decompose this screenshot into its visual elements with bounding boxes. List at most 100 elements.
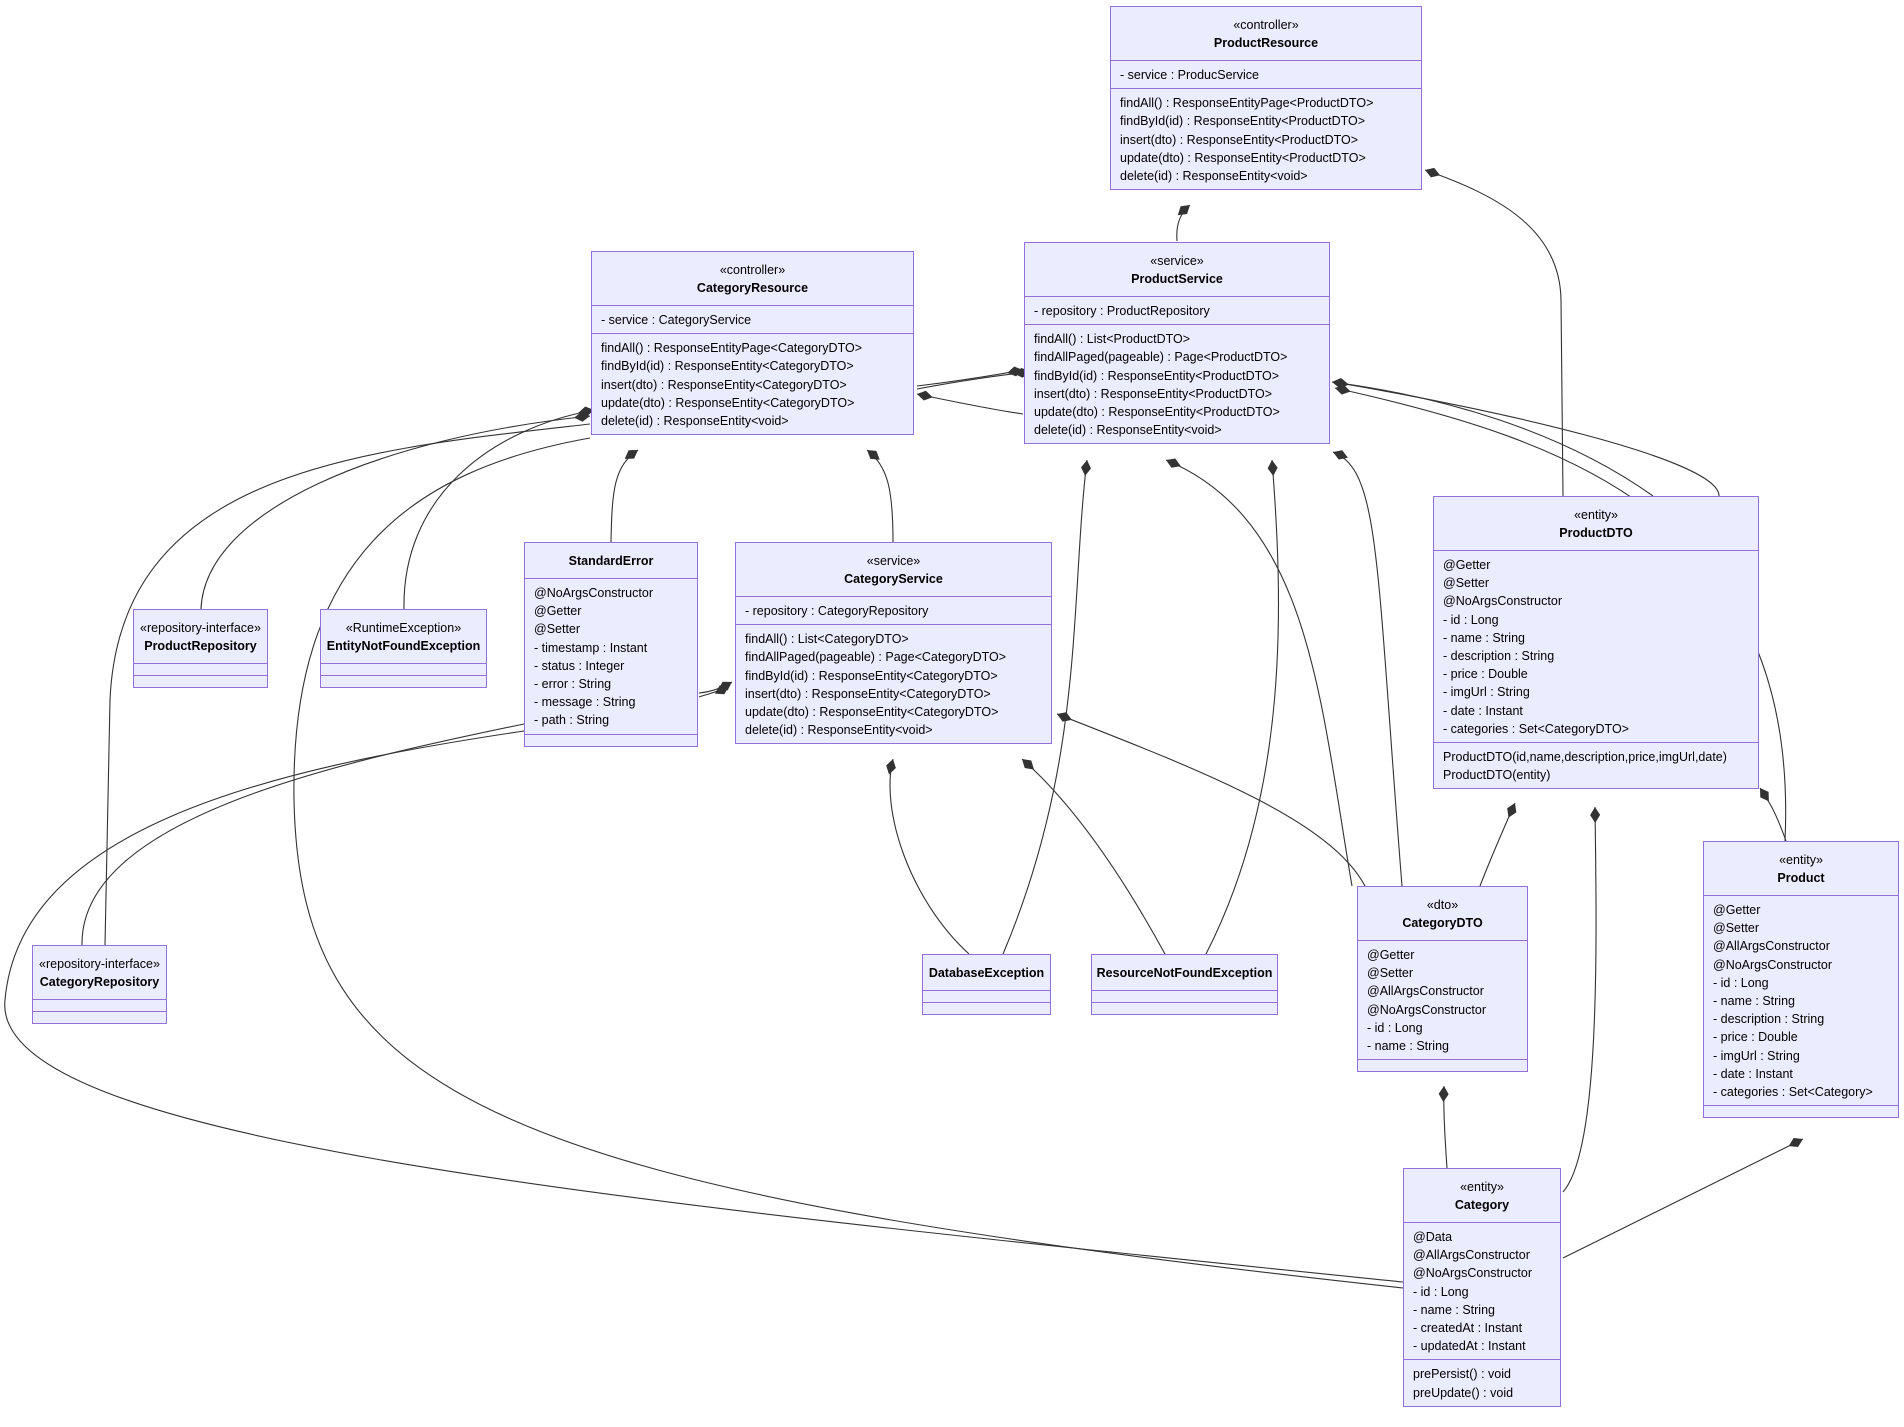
class-header: «service»ProductService (1025, 243, 1329, 297)
class-product[interactable]: «entity»Product@Getter@Setter@AllArgsCon… (1703, 841, 1899, 1119)
class-category-service[interactable]: «service»CategoryService- repository : C… (735, 542, 1052, 745)
class-attribute: - id : Long (1713, 975, 1769, 990)
class-name: ProductRepository (144, 639, 257, 653)
class-stereotype: «dto» (1426, 898, 1459, 912)
class-attributes-section: @Getter@Setter@AllArgsConstructor@NoArgs… (1358, 941, 1527, 1061)
class-product-repository[interactable]: «repository-interface» ProductRepository (133, 609, 268, 688)
class-category[interactable]: «entity»Category@Data@AllArgsConstructor… (1403, 1168, 1561, 1407)
class-attribute: @NoArgsConstructor (1443, 594, 1562, 609)
class-name: ResourceNotFoundException (1096, 966, 1273, 980)
relationship-line (610, 449, 639, 543)
relationship-line (1424, 167, 1564, 497)
class-attributes-section (1092, 991, 1277, 1003)
class-entity-not-found-exception[interactable]: «RuntimeException»EntityNotFoundExceptio… (320, 609, 487, 688)
relationship-line (1021, 758, 1166, 955)
class-attributes-section (33, 1000, 166, 1012)
class-method: delete(id) : ResponseEntity<void> (1120, 169, 1308, 184)
relationship-line (4, 730, 1404, 1283)
class-attribute: - date : Instant (1443, 703, 1523, 718)
class-method: delete(id) : ResponseEntity<void> (1034, 423, 1222, 438)
class-attribute: - id : Long (1443, 612, 1499, 627)
relationship-line (916, 390, 1024, 415)
class-methods-section: findAll() : ResponseEntityPage<CategoryD… (592, 334, 913, 434)
class-methods-section (134, 676, 267, 687)
relationship-line (1332, 450, 1403, 887)
class-standard-error[interactable]: StandardError@NoArgsConstructor@Getter@S… (524, 542, 698, 747)
class-stereotype: «controller» (1233, 18, 1299, 32)
class-attribute: @AllArgsConstructor (1367, 984, 1484, 999)
class-attribute: - name : String (1413, 1302, 1495, 1317)
class-stereotype: «repository-interface» (140, 621, 261, 635)
class-method: ProductDTO(entity) (1443, 768, 1551, 783)
class-attribute: - date : Instant (1713, 1066, 1793, 1081)
class-stereotype: «RuntimeException» (345, 621, 462, 635)
class-attribute: - path : String (534, 713, 610, 728)
relationship-line (1165, 458, 1353, 887)
class-methods-section: findAll() : List<CategoryDTO> findAllPage… (736, 625, 1051, 743)
relationship-line (1331, 378, 1654, 497)
class-attribute: @Getter (1367, 948, 1415, 962)
class-stereotype: «repository-interface» (39, 957, 160, 971)
relationship-line (916, 366, 1024, 387)
class-category-resource[interactable]: «controller»CategoryResource- service : … (591, 251, 914, 436)
class-methods-section (525, 735, 697, 746)
class-attribute: @NoArgsConstructor (534, 586, 653, 600)
class-attributes-section: - service : ProducService (1111, 61, 1421, 90)
relationship-line (886, 758, 970, 955)
class-product-dto[interactable]: «entity»ProductDTO@Getter@Setter@NoArgsC… (1433, 496, 1759, 790)
class-attribute: @Setter (1713, 921, 1760, 936)
relationship-line (1479, 802, 1517, 887)
class-name: Product (1777, 871, 1825, 885)
class-method: update(dto) : ResponseEntity<ProductDTO> (1120, 150, 1366, 165)
class-attribute: - name : String (1713, 994, 1795, 1009)
class-header: «controller»ProductResource (1111, 7, 1421, 61)
class-attribute: - status : Integer (534, 658, 625, 673)
class-attribute: @NoArgsConstructor (1413, 1266, 1532, 1281)
class-method: insert(dto) : ResponseEntity<ProductDTO> (1034, 386, 1273, 401)
relationship-line (1759, 787, 1787, 842)
class-attribute: - price : Double (1443, 667, 1528, 682)
relationship-line (1562, 1138, 1804, 1259)
class-stereotype: «service» (866, 554, 921, 568)
class-attributes-section: - repository : ProductRepository (1025, 297, 1329, 326)
class-attribute: - categories : Set<Category> (1713, 1085, 1873, 1100)
class-method: insert(dto) : ResponseEntity<ProductDTO> (1120, 132, 1359, 147)
relationship-line (916, 367, 1031, 390)
class-header: ResourceNotFoundException (1092, 955, 1277, 991)
class-name: DatabaseException (928, 966, 1045, 980)
class-header: DatabaseException (923, 955, 1050, 991)
class-method: ProductDTO(id,name,description,price,img… (1443, 750, 1727, 765)
class-method: findAll() : List<CategoryDTO> (745, 632, 909, 647)
relationship-line (1562, 806, 1601, 1193)
class-methods-section (1092, 1003, 1277, 1014)
class-attribute: - description : String (1443, 649, 1555, 664)
class-name: CategoryDTO (1402, 916, 1483, 930)
class-attribute: - service : CategoryService (601, 313, 752, 327)
class-attribute: - imgUrl : String (1713, 1048, 1800, 1063)
class-name: ProductDTO (1559, 526, 1633, 540)
class-attributes-section (134, 664, 267, 676)
relationship-line (104, 423, 591, 946)
relationship-line (1176, 204, 1191, 242)
class-database-exception[interactable]: DatabaseException (922, 954, 1051, 1015)
class-attribute: - repository : CategoryRepository (745, 604, 929, 618)
class-attributes-section: - service : CategoryService (592, 306, 913, 335)
class-methods-section (1704, 1106, 1898, 1117)
class-product-resource[interactable]: «controller»ProductResource- service : P… (1110, 6, 1422, 191)
class-attribute: - name : String (1443, 630, 1525, 645)
class-header: «entity»ProductDTO (1434, 497, 1758, 551)
class-category-dto[interactable]: «dto» CategoryDTO @Getter@Setter@AllArgsCo… (1357, 886, 1528, 1073)
class-resource-not-found-exception[interactable]: ResourceNotFoundException (1091, 954, 1278, 1015)
class-product-service[interactable]: «service»ProductService- repository : Pr… (1024, 242, 1330, 445)
class-method: findById(id) : ResponseEntity<CategoryDT… (601, 359, 854, 374)
class-method: findAllPaged(pageable) : Page<CategoryDT… (745, 650, 1007, 665)
class-header: «entity»Product (1704, 842, 1898, 896)
class-method: findById(id) : ResponseEntity<ProductDTO… (1034, 368, 1280, 383)
class-attributes-section: @Getter@Setter@AllArgsConstructor@NoArgs… (1704, 896, 1898, 1107)
class-attribute: @NoArgsConstructor (1367, 1002, 1486, 1017)
class-category-repository[interactable]: «repository-interface»CategoryRepository (32, 945, 167, 1024)
class-attribute: @AllArgsConstructor (1713, 939, 1830, 954)
class-methods-section: findAll() : ResponseEntityPage<ProductDT… (1111, 89, 1421, 189)
class-attribute: - updatedAt : Instant (1413, 1339, 1526, 1354)
